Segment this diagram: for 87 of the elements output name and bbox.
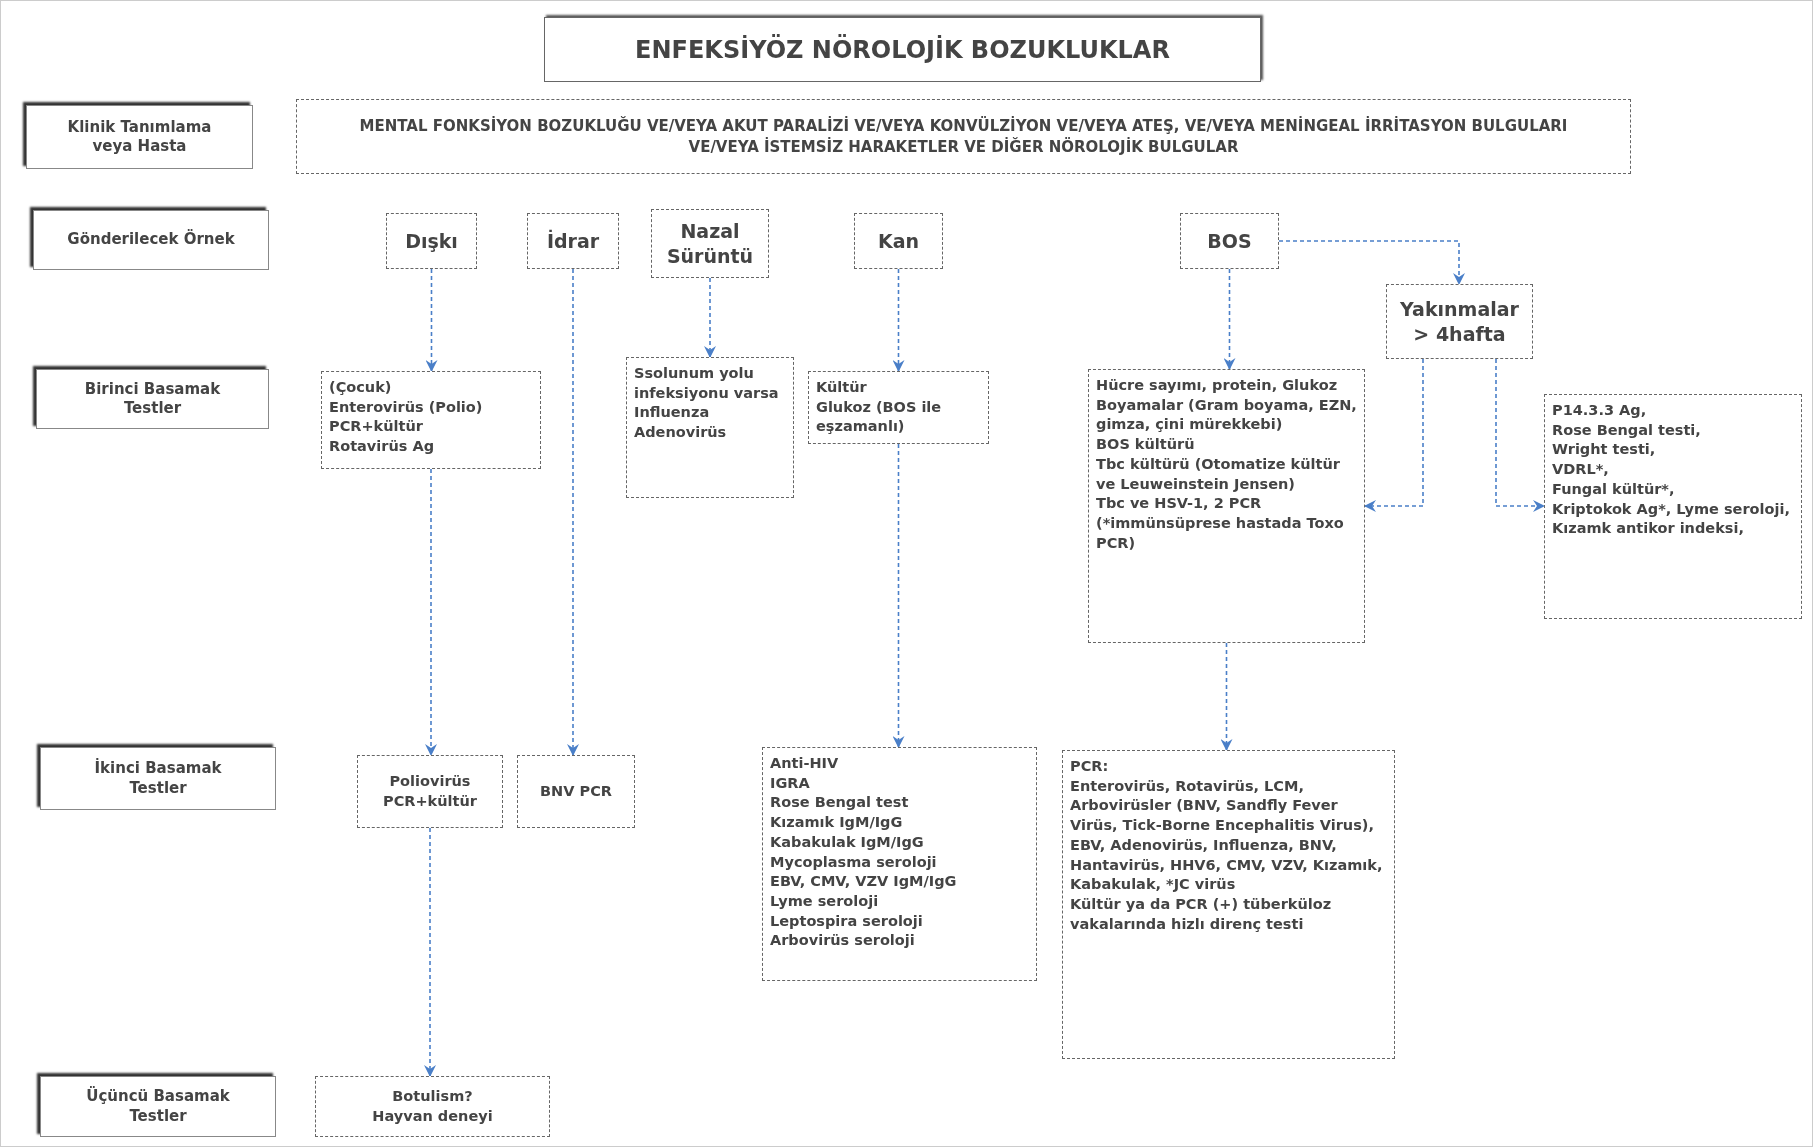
box-text: PCR+kültür — [383, 791, 477, 811]
test-box — [315, 1076, 550, 1137]
test-box — [1062, 750, 1395, 1059]
box-text: Enterovirüs, Rotavirüs, LCM, Arbovirüsler (BNV, Sandfly Fever Virüs, Tick-Borne Encephalitis Virus), EBV, Adenovirüs, Influenza, BNV, Hantavirüs, HHV6, CMV, VZV, Kızamık, Kabakulak, *JC virüs — [1070, 776, 1384, 895]
box-text: Fungal kültür*, — [1552, 479, 1676, 499]
arrow — [892, 443, 905, 748]
box-text: Influenza — [634, 403, 711, 423]
box-text: Rose Bengal testi, — [1552, 420, 1702, 440]
box-text: Leptospira seroloji — [770, 911, 924, 931]
test-box — [357, 755, 503, 828]
box-text: BNV PCR — [540, 781, 612, 801]
row-label-box — [33, 210, 269, 270]
arrow — [1364, 358, 1424, 512]
box-text: Gönderilecek Örnek — [67, 230, 235, 250]
box-text: Rose Bengal test — [770, 793, 910, 813]
test-box — [321, 371, 541, 469]
box-text: Tbc kültürü (Otomatize kültür ve Leuweinstein Jensen) — [1096, 454, 1341, 494]
box-text: Kabakulak IgM/IgG — [770, 832, 925, 852]
box-text: Lyme seroloji — [770, 892, 880, 912]
box-text: P14.3.3 Ag, — [1552, 401, 1648, 420]
sample-box — [527, 213, 619, 269]
criteria-box — [296, 99, 1631, 174]
test-box — [808, 371, 989, 444]
box-text: İdrar — [546, 228, 600, 254]
arrow — [892, 268, 905, 372]
row-label-box — [26, 105, 253, 169]
box-text: Kültür ya da PCR (+) tüberküloz vakalarında hizlı direnç testi — [1070, 895, 1333, 934]
arrow — [1223, 268, 1236, 370]
box-text: Anti-HIV — [770, 754, 840, 773]
box-text: Adenovirüs — [634, 423, 728, 443]
sample-box — [854, 213, 943, 269]
box-text: Arbovirüs seroloji — [770, 931, 916, 951]
box-text: Kriptokok Ag*, Lyme seroloji, — [1552, 499, 1791, 519]
arrow — [567, 268, 579, 756]
test-box — [1544, 394, 1802, 619]
row-label-box — [40, 747, 276, 810]
test-box — [517, 755, 635, 828]
box-text: Dışkı — [405, 228, 458, 254]
box-text: Enterovirüs (Polio) — [329, 397, 484, 417]
box-text: Boyamalar (Gram boyama, EZN, gimza, çini mürekkebi) — [1096, 395, 1357, 435]
sample-box — [651, 209, 769, 278]
box-text: Kızamk antikor indeksi, — [1552, 519, 1745, 539]
arrow — [1278, 240, 1465, 285]
box-text: Wright testi, — [1552, 440, 1657, 460]
row-label-box — [36, 369, 269, 429]
box-text: Klinik Tanımlama veya Hasta — [66, 117, 213, 157]
arrow — [425, 468, 437, 756]
box-text: Yakınmalar — [1400, 296, 1519, 322]
test-box — [1088, 369, 1365, 643]
box-text: Botulism? — [392, 1086, 473, 1106]
box-text: Hayvan deneyi — [372, 1106, 493, 1126]
arrow — [1495, 358, 1545, 512]
box-text: Kan — [877, 228, 920, 254]
box-text: (Çocuk) — [329, 378, 393, 397]
box-text: EBV, CMV, VZV IgM/IgG — [770, 872, 958, 892]
arrow — [704, 277, 716, 358]
box-text: İkinci Basamak Testler — [93, 759, 223, 798]
box-text: Nazal Sürüntü — [665, 218, 755, 269]
box-text: Rotavirüs Ag — [329, 437, 436, 457]
title-box: ENFEKSİYÖZ NÖROLOJİK BOZUKLUKLAR — [544, 17, 1261, 82]
box-text: Üçüncü Basamak Testler — [85, 1087, 231, 1126]
box-text: Tbc ve HSV-1, 2 PCR (*immünsüprese hastada Toxo PCR) — [1096, 494, 1345, 553]
box-text: MENTAL FONKSİYON BOZUKLUĞU VE/VEYA AKUT PARALİZİ VE/VEYA KONVÜLZİYON VE/VEYA ATEŞ, VE/VEYA MENİNGEAL İRRİTASYON BULGULARI VE/VEYA İSTEMSİZ HARAKETLER VE DİĞER NÖROLOJİK BULGULAR — [358, 115, 1569, 158]
sample-box — [1386, 284, 1533, 359]
box-text: BOS — [1207, 228, 1252, 254]
box-text: Poliovirüs — [389, 771, 471, 791]
test-box — [762, 747, 1037, 981]
arrow — [1220, 642, 1233, 751]
arrow — [425, 268, 438, 372]
box-text: Hücre sayımı, protein, Glukoz — [1096, 376, 1339, 395]
arrow — [424, 827, 436, 1077]
box-text: BOS kültürü — [1096, 435, 1196, 455]
sample-box — [1180, 213, 1279, 269]
box-text: PCR: — [1070, 757, 1110, 776]
box-text: Glukoz (BOS ile eşzamanlı) — [816, 397, 943, 437]
box-text: > 4hafta — [1413, 321, 1506, 347]
box-text: VDRL*, — [1552, 460, 1610, 480]
sample-box — [386, 213, 477, 269]
box-text: IGRA — [770, 773, 811, 793]
test-box — [626, 357, 794, 498]
box-text: Ssolunum yolu infeksiyonu varsa — [634, 364, 780, 403]
box-text: Birinci Basamak Testler — [83, 379, 222, 419]
box-text: Kızamık IgM/IgG — [770, 813, 904, 833]
box-text: Mycoplasma seroloji — [770, 852, 938, 872]
row-label-box — [40, 1076, 276, 1137]
box-text: PCR+kültür — [329, 417, 424, 437]
box-text: Kültür — [816, 378, 868, 397]
